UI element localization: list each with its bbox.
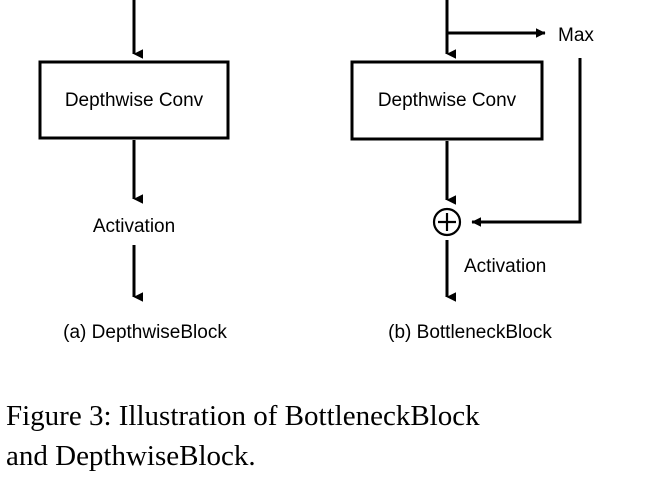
depthwise-conv-label-a: Depthwise Conv [65, 90, 204, 111]
panel-bottleneck-block: Max Depthwise Conv Activation (b) Bottle… [350, 0, 594, 343]
max-branch-label: Max [558, 25, 594, 46]
panel-caption-a: (a) DepthwiseBlock [63, 322, 227, 343]
panel-caption-b: (b) BottleneckBlock [388, 322, 552, 343]
skip-connection-max-to-sum [471, 58, 582, 227]
activation-label-a: Activation [93, 216, 175, 237]
figure-caption-line-2: and DepthwiseBlock. [6, 440, 256, 473]
sum-operator-node [432, 207, 462, 237]
depthwise-conv-label-b: Depthwise Conv [378, 90, 517, 111]
block-diagram: Depthwise Conv Activation (a) DepthwiseB… [38, 0, 594, 343]
panel-depthwise-block: Depthwise Conv Activation (a) DepthwiseB… [38, 0, 230, 343]
figure-caption: Figure 3: Illustration of BottleneckBloc… [6, 396, 646, 476]
figure-caption-line-1: Figure 3: Illustration of BottleneckBloc… [6, 400, 480, 432]
depthwise-conv-box-b [350, 60, 544, 141]
activation-label-b: Activation [464, 256, 546, 277]
depthwise-conv-box-a [38, 60, 230, 140]
